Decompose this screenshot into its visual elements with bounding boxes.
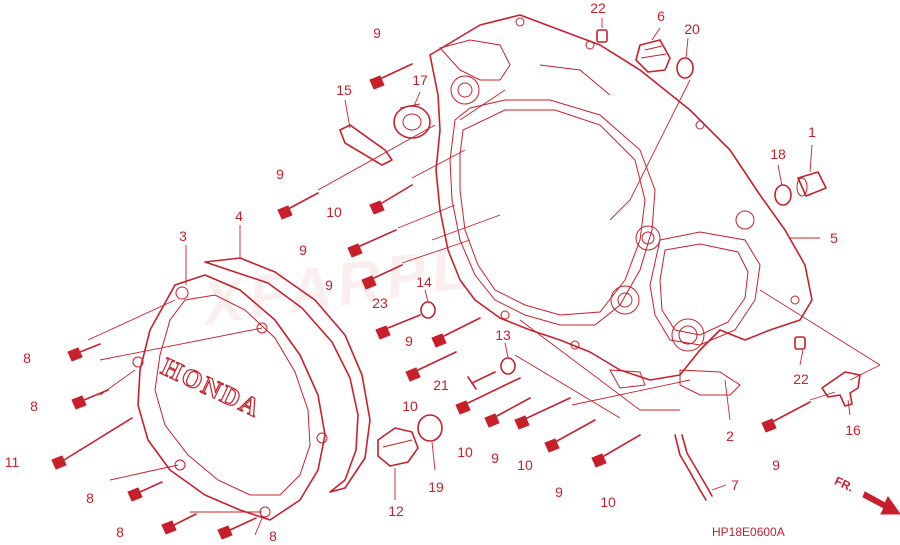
part-20-o-ring — [676, 57, 694, 79]
part-15-clamp — [339, 124, 393, 166]
callout-21: 21 — [433, 377, 449, 393]
front-direction-marker: FR. — [832, 474, 900, 515]
callout-15: 15 — [336, 82, 352, 98]
callout-23: 23 — [372, 295, 388, 311]
callout-9c: 9 — [299, 242, 307, 258]
callout-9h: 9 — [772, 457, 780, 473]
callout-7: 7 — [731, 477, 739, 493]
part-1-collar — [796, 171, 827, 197]
callout-4: 4 — [235, 208, 243, 224]
callout-17: 17 — [412, 72, 428, 88]
callout-8b: 8 — [30, 398, 38, 414]
bolts — [51, 63, 811, 540]
callout-16: 16 — [845, 422, 861, 438]
part-22-dowel-pin-right — [794, 336, 806, 350]
callout-14: 14 — [416, 274, 432, 290]
callout-10a: 10 — [326, 204, 342, 220]
leader-lines — [87, 18, 881, 536]
callout-9e: 9 — [405, 333, 413, 349]
cover-gasket — [204, 257, 371, 493]
callout-19: 19 — [428, 479, 444, 495]
callout-8e: 8 — [269, 528, 277, 544]
callout-6: 6 — [657, 8, 665, 24]
callout-8d: 8 — [116, 524, 124, 540]
callout-labels: 1 2 3 5 4 6 7 8 8 8 8 8 8 9 9 9 9 9 9 9 … — [5, 0, 861, 544]
watermark: XFARPL — [196, 233, 478, 338]
diagram-code: HP18E0600A — [712, 525, 785, 539]
callout-1: 1 — [808, 124, 816, 140]
callout-12: 12 — [388, 503, 404, 519]
callout-22a: 22 — [590, 0, 606, 16]
part-12-filler-cap — [377, 427, 419, 467]
part-18-o-ring — [774, 184, 792, 206]
part-6-plug — [635, 39, 671, 73]
callout-20: 20 — [684, 21, 700, 37]
callout-10c: 10 — [457, 444, 473, 460]
callout-8a: 8 — [23, 350, 31, 366]
part-21-stud-bolt — [467, 371, 496, 390]
callout-8c: 8 — [86, 490, 94, 506]
part-19-o-ring — [417, 414, 443, 442]
honda-brand-mark: HONDA — [157, 352, 266, 423]
callout-9g: 9 — [555, 484, 563, 500]
front-arrow-icon — [862, 491, 900, 515]
callout-11: 11 — [5, 454, 20, 470]
callout-3: 3 — [179, 228, 187, 244]
callout-10b: 10 — [402, 398, 418, 414]
callout-9a: 9 — [373, 25, 381, 41]
right-crankcase-cover — [429, 14, 813, 396]
part-22-dowel-pin — [596, 29, 608, 43]
callout-10d: 10 — [517, 457, 533, 473]
part-13-washer — [500, 357, 516, 375]
callout-13: 13 — [495, 327, 511, 343]
callout-9d: 9 — [325, 277, 333, 293]
part-17-oil-seal — [393, 103, 431, 139]
callout-22b: 22 — [793, 371, 809, 387]
callout-18: 18 — [770, 146, 786, 162]
callout-2: 2 — [726, 428, 734, 444]
part-16-bracket — [821, 371, 861, 407]
front-label: FR. — [832, 474, 855, 495]
callout-9f: 9 — [491, 450, 499, 466]
callout-9b: 9 — [276, 166, 284, 182]
callout-10e: 10 — [600, 494, 616, 510]
callout-5: 5 — [830, 230, 838, 246]
part-7-breather-tube — [674, 434, 707, 501]
